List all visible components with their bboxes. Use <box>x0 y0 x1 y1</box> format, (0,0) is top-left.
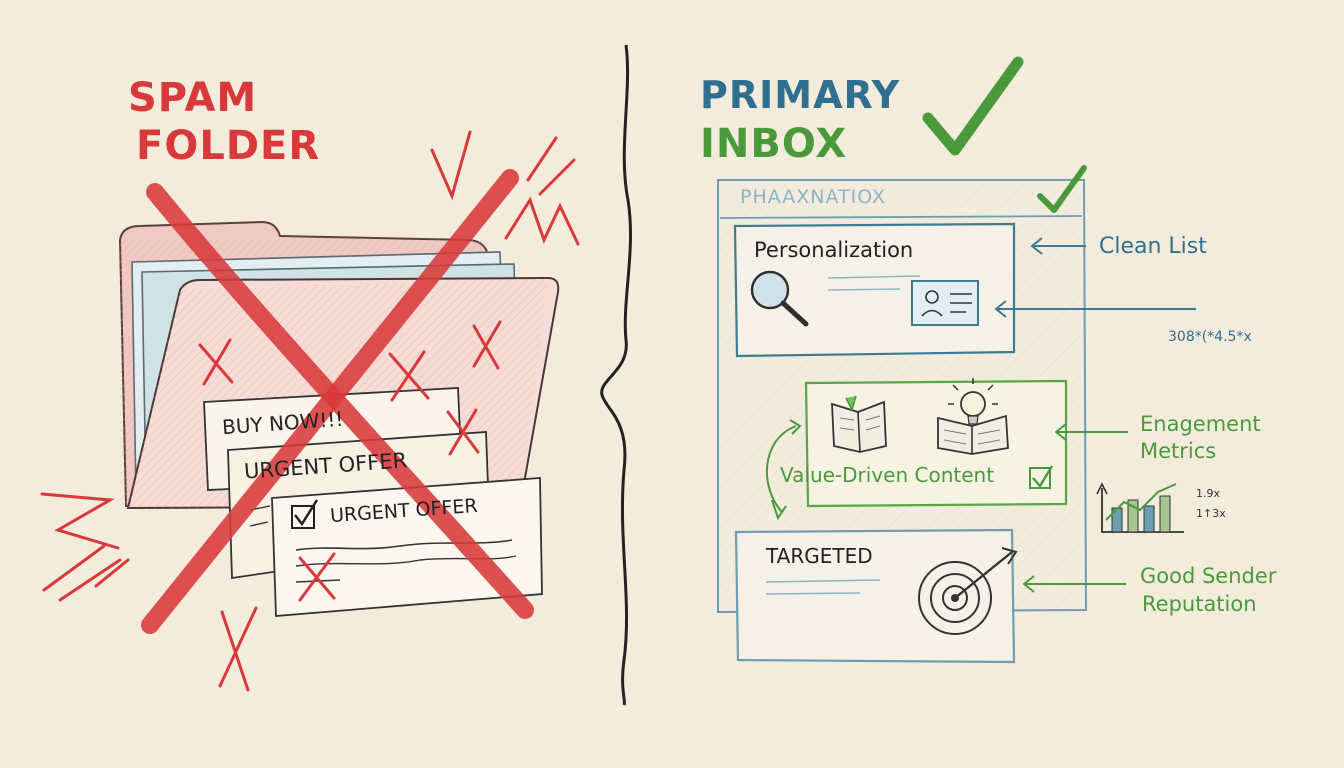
small-check-icon <box>1037 165 1087 213</box>
mini-bar-chart-icon <box>1096 482 1184 533</box>
reputation-label-line2: Reputation <box>1142 592 1257 616</box>
spam-title-line1: SPAM <box>128 75 258 121</box>
value-content-card-title: Value-Driven Content <box>780 463 995 487</box>
inbox-title-line1: PRIMARY <box>700 73 901 117</box>
reputation-label-line1: Good Sender <box>1140 564 1277 588</box>
annotation-arrows <box>994 237 1196 593</box>
spam-title-line2: FOLDER <box>136 123 321 169</box>
chart-value-1: 1.9x <box>1196 487 1221 500</box>
targeted-card-art <box>734 528 1018 664</box>
targeted-card-title: TARGETED <box>766 544 873 568</box>
engagement-label-line2: Metrics <box>1140 439 1217 463</box>
divider-line <box>600 44 632 706</box>
value-content-card-art <box>765 378 1068 521</box>
clean-list-label: Clean List <box>1099 234 1207 259</box>
chart-value-2: 1↑3x <box>1196 507 1226 520</box>
inbox-header: PHAAXNATIOX <box>740 186 886 208</box>
engagement-label-line1: Enagement <box>1140 412 1261 436</box>
personalization-card-title: Personalization <box>754 238 914 262</box>
inbox-title-line2: INBOX <box>700 121 848 167</box>
stat-code-label: 308*(*4.5*x <box>1168 329 1252 345</box>
personalization-card-art <box>733 222 1016 358</box>
spam-red-x <box>40 130 580 692</box>
big-check-icon <box>922 56 1024 156</box>
